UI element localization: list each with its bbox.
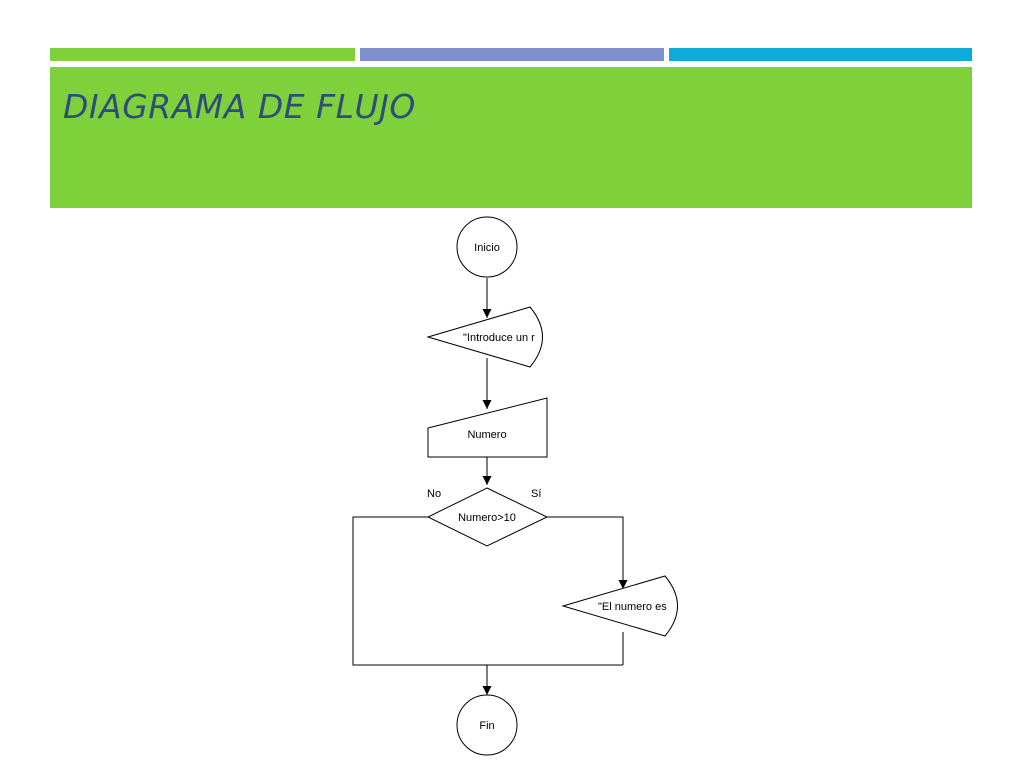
connector-no-branch — [352, 516, 487, 666]
accent-bar-green — [50, 48, 355, 61]
slide-title: DIAGRAMA DE FLUJO — [63, 87, 416, 126]
yes-branch-label: Sí — [531, 488, 541, 500]
title-band: DIAGRAMA DE FLUJO — [50, 67, 972, 208]
output-display-node — [561, 575, 678, 637]
prompt-label: "Introduce un r — [463, 332, 535, 344]
no-branch-label: No — [427, 488, 441, 500]
manual-input-node — [427, 397, 548, 458]
input-label: Numero — [467, 429, 506, 441]
accent-bar-cyan — [669, 48, 972, 61]
prompt-display-node — [426, 306, 543, 368]
end-label: Fin — [479, 720, 494, 732]
connector-yes-branch — [547, 516, 628, 589]
output-label: "El numero es — [598, 601, 667, 613]
decision-label: Numero>10 — [458, 512, 516, 524]
end-node — [456, 694, 518, 756]
start-label: Inicio — [474, 242, 500, 254]
accent-bar-blue — [360, 48, 664, 61]
decision-node — [426, 487, 549, 547]
start-node — [456, 216, 518, 278]
